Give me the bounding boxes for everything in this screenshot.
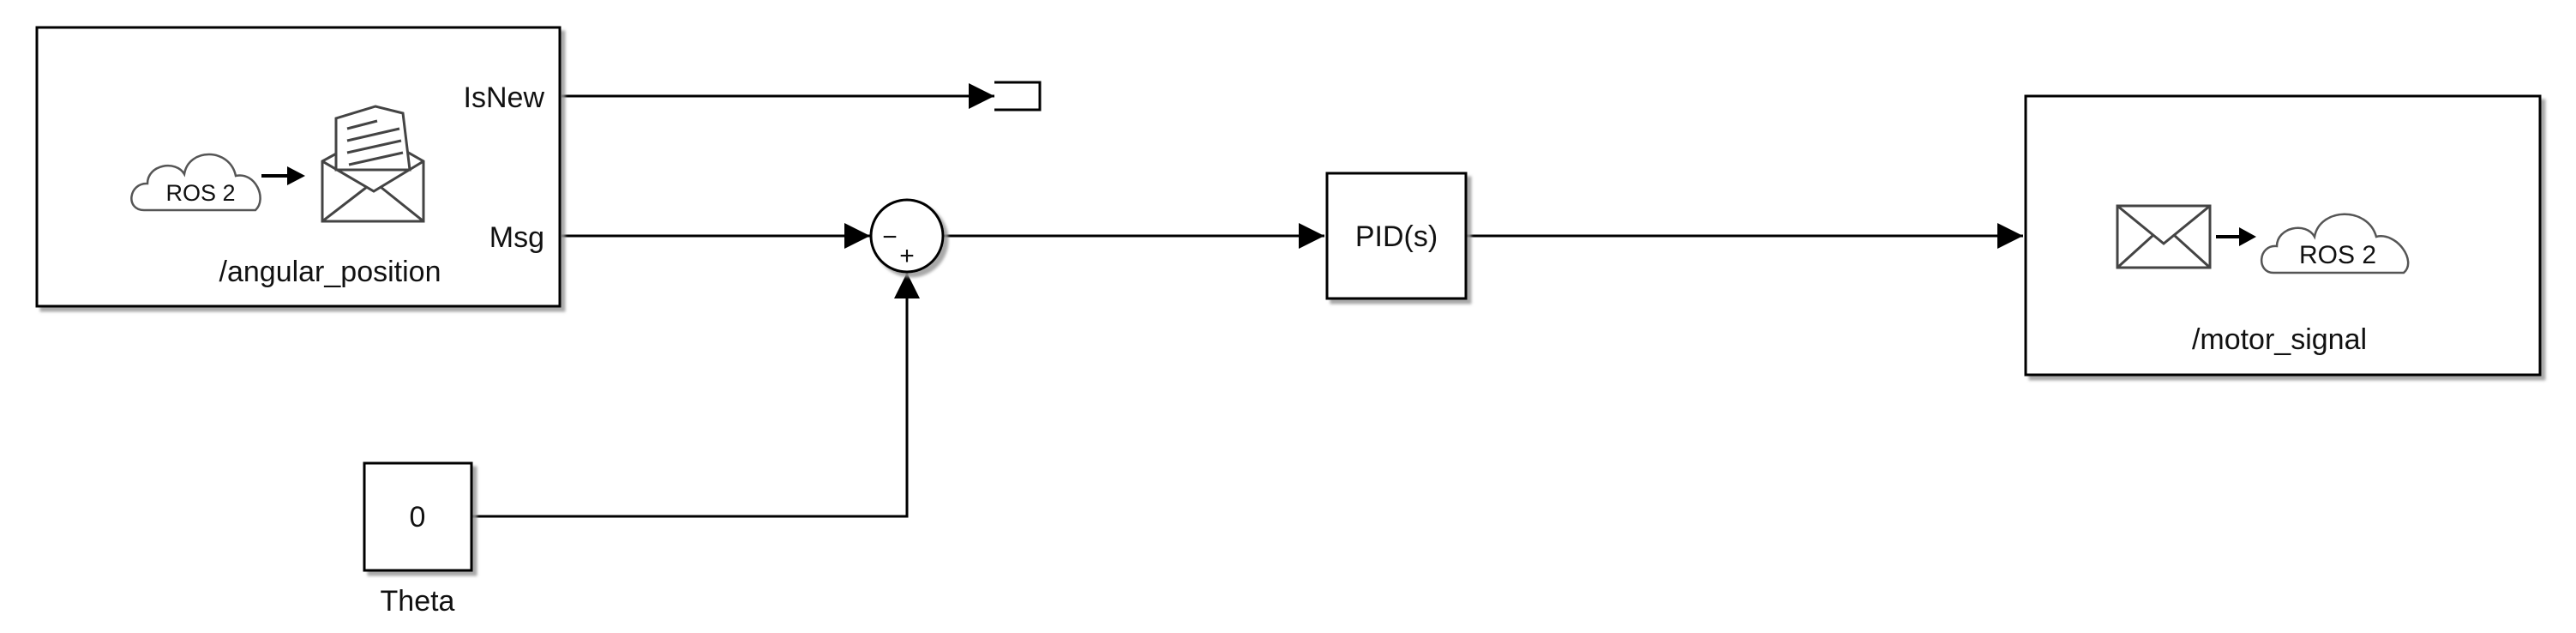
port-label-msg: Msg xyxy=(489,221,544,254)
cloud-icon: ROS 2 xyxy=(2260,213,2410,274)
subscriber-topic-label: /angular_position xyxy=(219,256,441,288)
publisher-topic-label: /motor_signal xyxy=(2192,323,2367,356)
envelope-icon xyxy=(2116,204,2212,269)
sum-block[interactable]: − + xyxy=(869,198,945,274)
open-envelope-icon xyxy=(321,105,425,223)
theta-signal-line[interactable] xyxy=(471,273,920,518)
ros2-subscriber-block[interactable]: IsNew Msg ROS 2 /angular_position xyxy=(35,26,561,308)
terminator-block[interactable] xyxy=(994,81,1042,112)
constant-block[interactable]: 0 xyxy=(363,461,473,572)
port-label-isnew: IsNew xyxy=(464,81,545,114)
constant-value: 0 xyxy=(410,501,426,534)
cloud-label: ROS 2 xyxy=(165,180,235,206)
arrow-right-icon xyxy=(2216,227,2256,246)
arrow-right-icon xyxy=(261,166,305,185)
constant-name-label: Theta xyxy=(381,585,455,618)
cloud-label: ROS 2 xyxy=(2299,241,2376,269)
pid-label: PID(s) xyxy=(1355,220,1438,253)
ros2-publisher-block[interactable]: ROS 2 /motor_signal xyxy=(2024,94,2542,377)
cloud-icon: ROS 2 xyxy=(130,153,261,212)
sum-sign-plus: + xyxy=(899,242,915,270)
pid-controller-block[interactable]: PID(s) xyxy=(1325,172,1468,300)
sum-sign-minus: − xyxy=(882,223,898,251)
